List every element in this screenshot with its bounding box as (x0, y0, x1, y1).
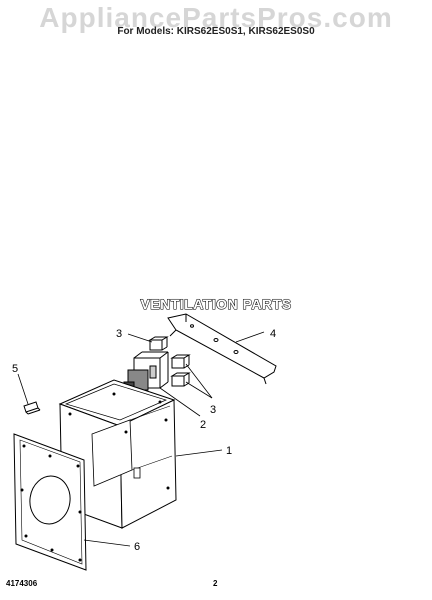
part-1-vent-housing (58, 379, 177, 529)
leader-3a (127, 333, 153, 343)
section-title: VENTILATION PARTS (140, 296, 292, 313)
callout-6: 6 (134, 541, 140, 553)
watermark: AppliancePartsPros.com (39, 2, 393, 33)
leader-3b-b (185, 381, 213, 399)
callout-1: 1 (226, 445, 232, 457)
models-subtitle: For Models: KIRS62ES0S1, KIRS62ES0S0 (117, 26, 315, 37)
leader-4 (235, 331, 265, 343)
part-3-switch-right-a (170, 354, 191, 369)
callout-2: 2 (200, 419, 206, 431)
part-6-front-plate (13, 433, 87, 571)
leader-lines (17, 331, 265, 547)
part-3-switch-top (148, 336, 169, 351)
callout-3a: 3 (116, 328, 122, 340)
callout-4: 4 (270, 328, 276, 340)
callout-5: 5 (12, 363, 18, 375)
part-5-clip (23, 401, 41, 415)
leader-3b-a (185, 363, 213, 399)
part-4-bracket (167, 313, 277, 385)
part-3-switch-right-b (170, 372, 191, 387)
leader-5 (17, 373, 29, 405)
leader-6 (83, 539, 131, 547)
leader-2 (159, 387, 201, 417)
footer-part-number: 4174306 (6, 579, 38, 588)
part-2-switch-assembly (123, 351, 169, 391)
footer-page-number: 2 (213, 579, 218, 588)
callout-3b: 3 (210, 404, 216, 416)
leader-1 (175, 449, 223, 457)
